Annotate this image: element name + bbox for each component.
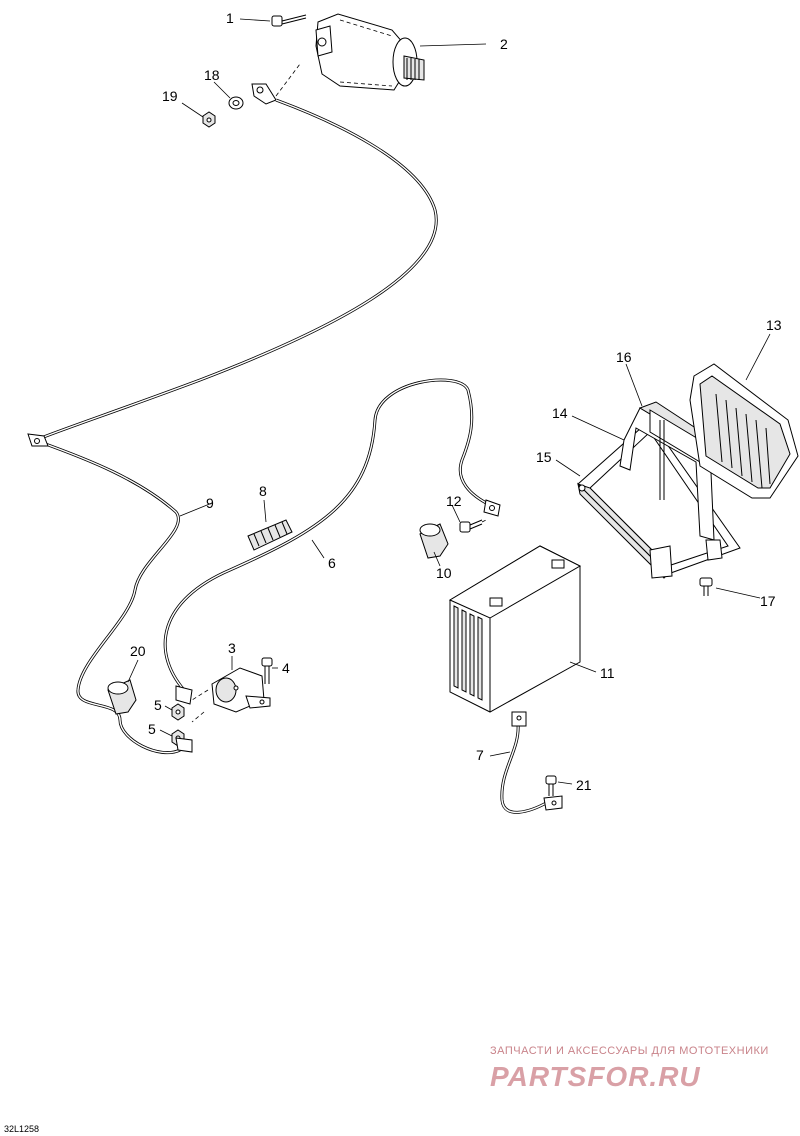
nut-part-5-upper <box>171 703 185 721</box>
callout-7: 7 <box>476 747 484 763</box>
callout-8: 8 <box>259 483 267 499</box>
screw-part-17 <box>699 577 713 596</box>
battery-part-11 <box>448 545 582 713</box>
leader-lines <box>127 18 771 785</box>
callout-10: 10 <box>436 565 452 581</box>
callout-18: 18 <box>204 67 220 83</box>
callout-3: 3 <box>228 640 236 656</box>
boot-part-20 <box>107 679 137 715</box>
boot-part-10 <box>419 523 449 559</box>
nut-part-19 <box>202 111 216 128</box>
callout-16: 16 <box>616 349 632 365</box>
screw-part-4 <box>261 657 273 684</box>
sleeve-part-8 <box>247 519 293 551</box>
cable-part-6 <box>163 378 501 705</box>
callout-17: 17 <box>760 593 776 609</box>
callout-20: 20 <box>130 643 146 659</box>
callout-13: 13 <box>766 317 782 333</box>
watermark-tagline: ЗАПЧАСТИ И АКСЕССУАРЫ ДЛЯ МОТОТЕХНИКИ <box>490 1045 769 1057</box>
starter-terminal <box>251 63 301 105</box>
reference-code: 32L1258 <box>4 1124 39 1134</box>
callout-4: 4 <box>282 660 290 676</box>
watermark: ЗАПЧАСТИ И АКСЕССУАРЫ ДЛЯ МОТОТЕХНИКИ PA… <box>490 1045 769 1092</box>
callout-6: 6 <box>328 555 336 571</box>
solenoid-part-3 <box>191 667 271 723</box>
callout-12: 12 <box>446 493 462 509</box>
callout-21: 21 <box>576 777 592 793</box>
cable-9-terminal <box>175 737 193 753</box>
callouts: 1 2 3 4 5 5 6 7 8 9 10 11 12 13 14 15 16… <box>130 10 782 793</box>
bolt-part-12 <box>459 518 489 533</box>
callout-2: 2 <box>500 36 508 52</box>
callout-1: 1 <box>226 10 234 26</box>
starter-motor <box>315 13 425 91</box>
battery-cover-part-13 <box>689 363 799 499</box>
cable-part-9 <box>27 98 438 755</box>
washer-part-18 <box>228 96 244 110</box>
callout-5-upper: 5 <box>154 697 162 713</box>
callout-5-lower: 5 <box>148 721 156 737</box>
bolt-part-21 <box>545 775 557 796</box>
watermark-brand: PARTSFOR.RU <box>490 1061 701 1092</box>
bolt-part-1 <box>271 14 307 27</box>
callout-9: 9 <box>206 495 214 511</box>
callout-11: 11 <box>600 665 615 681</box>
callout-19: 19 <box>162 88 178 104</box>
callout-14: 14 <box>552 405 568 421</box>
callout-15: 15 <box>536 449 552 465</box>
cable-part-7 <box>500 711 563 814</box>
